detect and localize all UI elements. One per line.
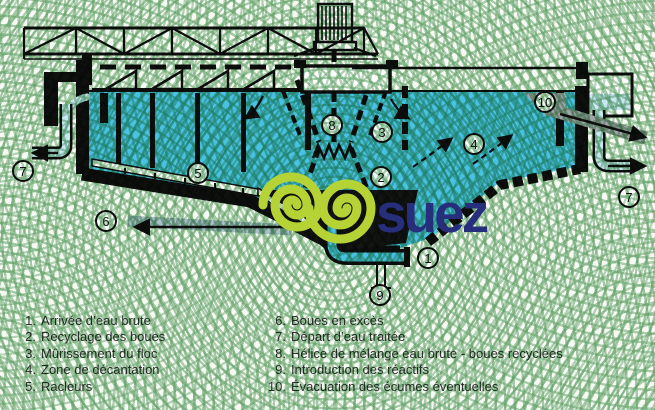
- callout-6: 6: [95, 210, 117, 232]
- legend-item-1: 1.Arrivée d’eau brute: [25, 313, 151, 328]
- callout-5: 5: [187, 162, 209, 184]
- legend-item-9: 9.Introduction des réactifs: [275, 362, 430, 378]
- legend-item-8: 8.Hélice de mélange eau brute - boues re…: [275, 345, 563, 361]
- feedwell-housing: [300, 64, 392, 94]
- legend-item-5: 5.Racleurs: [25, 378, 93, 394]
- legend-item-3: 3.Mûrissement du floc: [25, 345, 158, 361]
- legend-column-left: 1.Arrivée d’eau brute 2.Recyclage des bo…: [10, 313, 250, 395]
- callout-7-left: 7: [12, 160, 34, 182]
- sludge-pit: [265, 190, 418, 251]
- legend-item-2: 2.Recyclage des boues: [25, 329, 166, 345]
- callout-1: 1: [417, 247, 439, 269]
- callout-3: 3: [371, 121, 393, 143]
- collection-troughs: [101, 68, 276, 91]
- callout-2: 2: [370, 166, 392, 188]
- legend-item-7: 7.Départ d’eau traitée: [275, 329, 406, 345]
- walkway-bracket: [576, 62, 588, 79]
- callout-7-right: 7: [618, 186, 640, 208]
- legend-item-6: 6.Boues en excès: [275, 313, 384, 328]
- tank-wall-right: [575, 86, 588, 172]
- legend-column-right: 6.Boues en excès 7.Départ d’eau traitée …: [256, 313, 651, 395]
- excess-sludge-pipe: [127, 215, 293, 236]
- callout-10: 10: [534, 91, 556, 113]
- feedwell-tab-left: [294, 60, 306, 68]
- legend-item-10: 10.Évacuation des écumes éventuelles: [267, 378, 499, 394]
- callout-4: 4: [463, 133, 485, 155]
- callout-8: 8: [321, 114, 343, 136]
- callout-9: 9: [369, 284, 391, 306]
- legend-item-4: 4.Zone de décantation: [25, 362, 160, 378]
